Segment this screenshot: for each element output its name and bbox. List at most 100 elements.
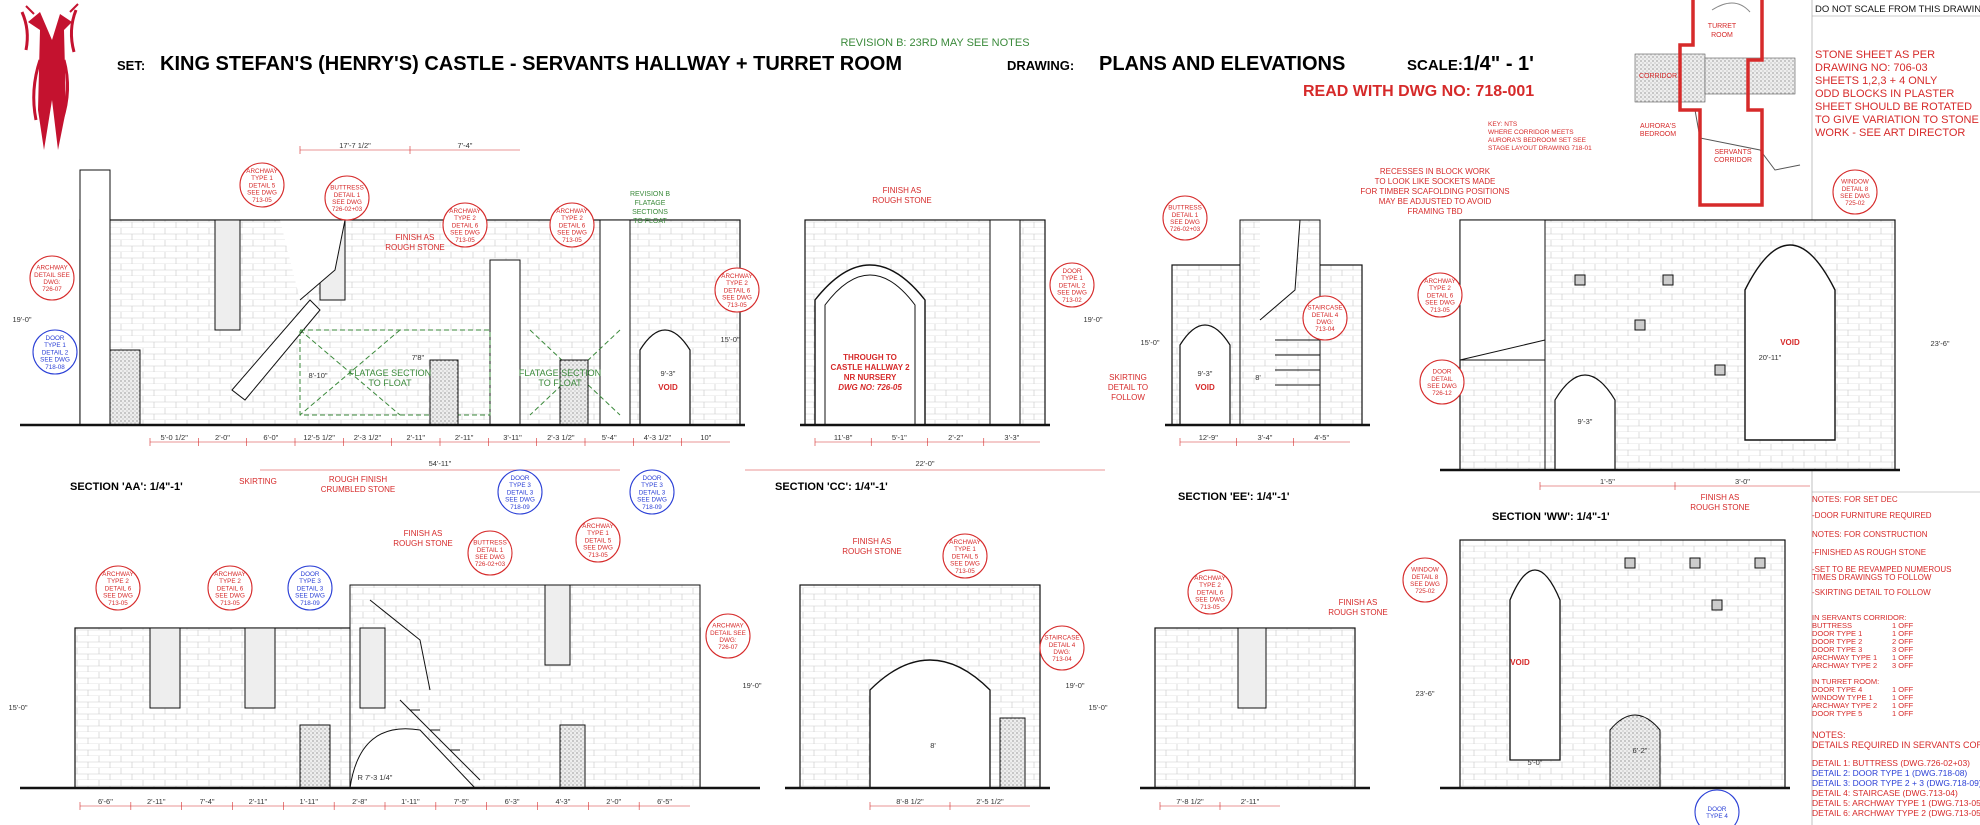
- dimension-strings: 17'-7 1/2"7'-4"5'-0 1/2"2'-0"6'-0"12'-5 …: [8, 141, 1950, 810]
- through-note-3: NR NURSERY: [844, 373, 897, 382]
- callout-text: ARCHWAY: [214, 571, 246, 578]
- dim-value: 6'-6": [98, 797, 113, 806]
- corridor-item-qty: 1 OFF: [1892, 653, 1914, 662]
- key-turret-label: TURRET: [1708, 23, 1737, 30]
- key-note-4: STAGE LAYOUT DRAWING 718-01: [1488, 145, 1592, 152]
- finish-rough-lower-ee: FINISH AS: [1339, 598, 1378, 607]
- callout-text: BUTTRESS: [473, 540, 507, 547]
- callout-text: DOOR: [1063, 268, 1082, 275]
- callout-text: DOOR: [643, 475, 662, 482]
- dim-height: 23'-6": [1415, 689, 1434, 698]
- callout-text: DWG:: [719, 637, 736, 644]
- callout-text: DETAIL 8: [1842, 186, 1869, 193]
- callout-text: TYPE 1: [251, 175, 273, 182]
- turret-item-name: DOOR TYPE 4: [1812, 685, 1862, 694]
- callout-text: DETAIL 6: [1197, 589, 1224, 596]
- callout-circle: [1832, 169, 1878, 215]
- stone-note-6: TO GIVE VARIATION TO STONE: [1815, 114, 1979, 126]
- callout-circle: [239, 162, 285, 208]
- callout-text: 718-08: [45, 364, 65, 371]
- void-label-ww: VOID: [1780, 338, 1800, 347]
- callout-circle: [1039, 625, 1085, 671]
- detail-line: DETAIL 3: DOOR TYPE 2 + 3 (DWG.718-09): [1812, 778, 1980, 788]
- callout-circle: [467, 530, 513, 576]
- scale-label: SCALE:: [1407, 57, 1463, 74]
- dim-height: 9'-3": [1578, 417, 1593, 426]
- dim-height: 19'-0": [742, 681, 761, 690]
- rough-stone-ww: ROUGH STONE: [1690, 503, 1749, 512]
- callout-text: DETAIL 5: [249, 182, 276, 189]
- section-aa-elevation: [20, 169, 745, 427]
- callout-text: DWG:: [43, 279, 60, 286]
- callout-text: DETAIL 2: [1059, 282, 1086, 289]
- set-note-4: -FINISHED AS ROUGH STONE: [1812, 548, 1926, 557]
- recesses-5: FRAMING TBD: [1408, 207, 1463, 216]
- callout-text: 713-05: [1430, 307, 1450, 314]
- dim-value: 6'-0": [263, 433, 278, 442]
- dim-total: 22'-0": [915, 459, 934, 468]
- dim-value: 2'-2": [948, 433, 963, 442]
- callout-text: DETAIL 1: [1172, 212, 1199, 219]
- set-notes: NOTES: FOR SET DEC -DOOR FURNITURE REQUI…: [1812, 495, 1951, 597]
- callout-text: SEE DWG: [450, 230, 480, 237]
- flatage-float-2: TO FLOAT: [538, 378, 582, 388]
- callout-text: SEE DWG: [583, 545, 613, 552]
- lower-section-ww-elevation: [1440, 539, 1790, 790]
- callout-text: TYPE 1: [954, 546, 976, 553]
- corridor-item-qty: 3 OFF: [1892, 645, 1914, 654]
- callout-text: 713-05: [588, 552, 608, 559]
- callout-text: DETAIL: [1431, 376, 1453, 383]
- callout-text: DETAIL 6: [559, 222, 586, 229]
- drawing-label: DRAWING:: [1007, 58, 1074, 73]
- callout-text: DETAIL 1: [477, 547, 504, 554]
- callout-text: SEE DWG: [557, 230, 587, 237]
- callout-circle: [497, 469, 543, 515]
- callout-circle: [1302, 295, 1348, 341]
- callout-text: ARCHWAY: [556, 208, 588, 215]
- callout-text: ARCHWAY: [1424, 278, 1456, 285]
- dim-value: 2'-3 1/2": [547, 433, 575, 442]
- callout-text: 713-05: [220, 600, 240, 607]
- recesses-note: RECESSES IN BLOCK WORK TO LOOK LIKE SOCK…: [1360, 167, 1509, 216]
- dim-value: 2'-0": [215, 433, 230, 442]
- scale-value: 1/4" - 1': [1463, 53, 1534, 75]
- callout-text: ARCHWAY: [582, 523, 614, 530]
- recesses-3: FOR TIMBER SCAFOLDING POSITIONS: [1360, 187, 1509, 196]
- callout-text: SEE DWG: [1410, 581, 1440, 588]
- details-subtitle: DETAILS REQUIRED IN SERVANTS CORRI: [1812, 740, 1980, 750]
- callout-text: STAIRCASE: [1307, 305, 1342, 312]
- section-ww-elevation: [1440, 219, 1900, 472]
- dim-value: 3'-4": [1258, 433, 1273, 442]
- dim-value: 4'-5": [1314, 433, 1329, 442]
- callout-text: SEE DWG: [637, 497, 667, 504]
- section-aa-label: SECTION 'AA': 1/4"-1': [70, 481, 183, 493]
- callout-circle: [705, 613, 751, 659]
- corridor-item-name: DOOR TYPE 2: [1812, 637, 1862, 646]
- dim-height: 19'-0": [1065, 681, 1084, 690]
- logo: [20, 3, 79, 150]
- callout-text: DETAIL 6: [1427, 292, 1454, 299]
- callout-text: SEE DWG: [332, 199, 362, 206]
- callout-text: 726-02+03: [332, 206, 363, 213]
- rough-stone-aa: ROUGH STONE: [385, 243, 444, 252]
- callout-text: SEE DWG: [475, 554, 505, 561]
- callout-circle: [287, 565, 333, 611]
- callout-text: DETAIL 6: [105, 585, 132, 592]
- set-note-2: -DOOR FURNITURE REQUIRED: [1812, 511, 1932, 520]
- key-aurora-label: AURORA'S: [1640, 123, 1676, 130]
- flatage-label-2: FLATAGE SECTION: [519, 368, 601, 378]
- callout-text: TYPE 2: [1429, 285, 1451, 292]
- corridor-item-name: ARCHWAY TYPE 2: [1812, 661, 1877, 670]
- callout-circle: [1402, 557, 1448, 603]
- corridor-item-name: DOOR TYPE 3: [1812, 645, 1862, 654]
- dim-height: 15'-0": [1140, 338, 1159, 347]
- corridor-item-qty: 2 OFF: [1892, 637, 1914, 646]
